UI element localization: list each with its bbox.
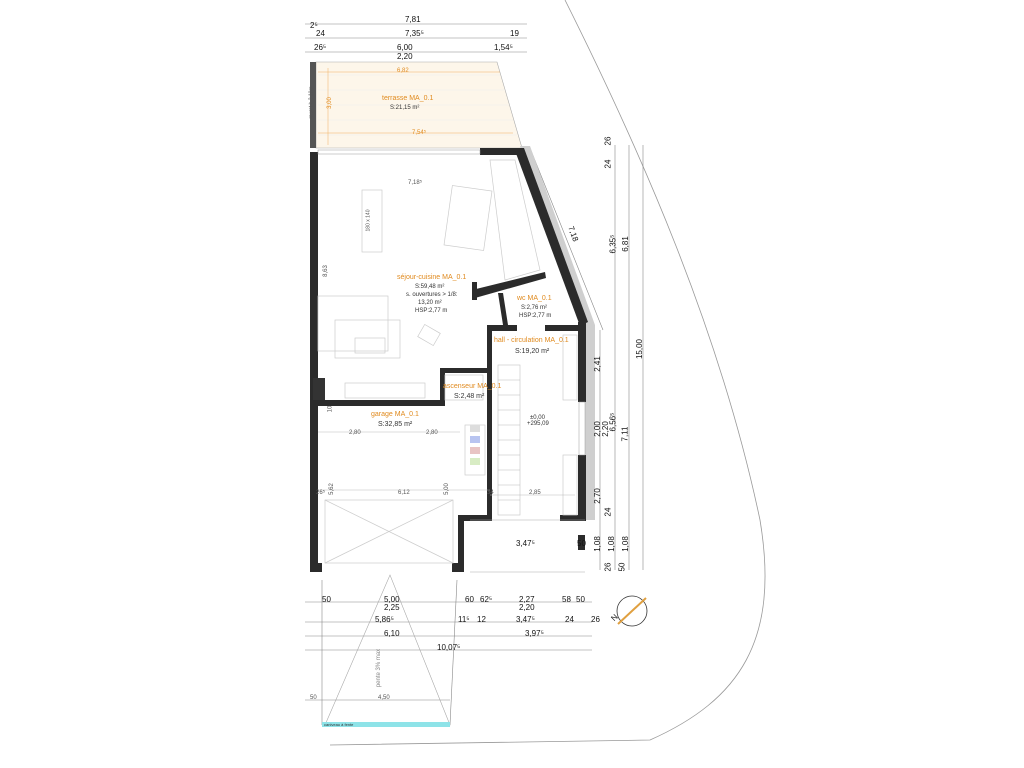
terrace-area: S:21,15 m² xyxy=(390,105,420,111)
hall-label: hall - circulation MA_0.1 xyxy=(494,337,569,344)
dim-label: 50 xyxy=(322,595,331,604)
table-size: 180 x 140 xyxy=(365,209,372,232)
dim-label: 2,20 xyxy=(519,603,535,612)
dim-label: 58 xyxy=(562,595,571,604)
dim-label: 3,97⁵ xyxy=(525,629,544,638)
wc-label: wc MA_0.1 xyxy=(517,295,552,302)
dim-label: 5,86⁵ xyxy=(375,615,394,624)
ramp-slope-label: pente 3% max xyxy=(376,648,383,688)
dim-label: 5,00 xyxy=(384,595,400,604)
furniture xyxy=(317,159,578,564)
dim-label: 4,50 xyxy=(378,695,390,701)
hall-altitude: +295,09 xyxy=(527,421,549,427)
garage-dim-h2: 5,00 xyxy=(443,483,450,495)
dim-label: 26 xyxy=(591,615,600,624)
living-hsp: HSP:2,77 m xyxy=(415,308,448,314)
dim-label: 7,81 xyxy=(405,15,421,24)
dim-label: 1,54⁵ xyxy=(494,43,513,52)
site-boundary xyxy=(329,0,766,746)
dim-label: 6,00 xyxy=(397,43,413,52)
dim-label: 6,35⁵ xyxy=(608,234,618,254)
dim-label: 24 xyxy=(316,29,325,38)
dim-label: 3,47⁵ xyxy=(516,615,535,624)
living-area: S:59,48 m² xyxy=(415,284,445,290)
garage-dim-h1: 5,62 xyxy=(328,483,335,495)
dim-label: 19 xyxy=(510,29,519,38)
living-openings-area: 13,20 m² xyxy=(418,300,442,306)
living-label: séjour-cuisine MA_0.1 xyxy=(397,274,467,281)
terrace-dim-side: 3,00 xyxy=(326,97,333,109)
dim-label: 7,35⁵ xyxy=(405,29,424,38)
hall-level: ±0,00 xyxy=(530,415,545,421)
terrace-dim-top: 6,82 xyxy=(397,68,409,74)
dim-label: 2,41 xyxy=(592,356,602,372)
dim-label: 50 xyxy=(577,539,586,548)
dim-label: 6,81 xyxy=(620,236,630,252)
compass-icon xyxy=(616,595,648,627)
dim-label: 24 xyxy=(565,615,574,624)
living-openings: s. ouvertures > 1/8: xyxy=(406,292,458,298)
dimension-lines-bottom xyxy=(305,579,592,726)
dim-label: 7,11 xyxy=(620,426,630,442)
elevator-label: ascenseur MA_0.1 xyxy=(443,383,502,390)
elevator-area: S:2,48 m² xyxy=(454,393,485,400)
drain-label: caniveau à fente xyxy=(324,722,354,727)
terrace-label: terrasse MA_0.1 xyxy=(382,95,434,102)
dim-label: 62⁵ xyxy=(480,595,493,604)
garage-dim-right: 2,80 xyxy=(426,430,438,436)
dim-label: 60 xyxy=(465,595,474,604)
dim-label: 15,00 xyxy=(635,338,645,360)
dim-label: 50 xyxy=(617,562,627,572)
dim-label: 12 xyxy=(477,615,486,624)
dim-label: 26 xyxy=(603,136,613,146)
dim-label: 2,20 xyxy=(397,52,413,61)
terrace-dim-bottom: 7,54⁵ xyxy=(412,130,427,136)
dim-label: 24 xyxy=(603,507,613,517)
dim-label: 26 xyxy=(603,562,613,572)
garage-area: S:32,85 m² xyxy=(378,421,413,428)
wc-area: S:2,76 m² xyxy=(521,305,548,311)
hall-dim: 2,85 xyxy=(529,490,541,496)
dim-label: 1,08 xyxy=(592,536,602,552)
dim-label: 6,10 xyxy=(384,629,400,638)
dim-label: 3,47⁵ xyxy=(516,539,535,548)
dim-label: 10,07⁵ xyxy=(437,643,461,652)
dim-label: 26⁵ xyxy=(314,43,327,52)
dim-label: 11⁵ xyxy=(458,615,470,624)
terrace-wall xyxy=(310,62,316,148)
dim-label: 2⁵ xyxy=(310,21,318,30)
dim-label: 1,08 xyxy=(606,536,616,552)
dimension-lines-top xyxy=(305,23,527,53)
dim-10: 10 xyxy=(327,405,334,413)
dim-label: 1,08 xyxy=(620,536,630,552)
drain-channel xyxy=(322,722,450,727)
dim-label: 2,25 xyxy=(384,603,400,612)
garage-dim-width: 6,12 xyxy=(398,490,410,496)
dim-label: 2,27 xyxy=(519,595,535,604)
dim-label: 50 xyxy=(576,595,585,604)
meter-boxes xyxy=(470,425,480,465)
terrace-wall-note: muret h 2.10m xyxy=(308,86,315,119)
dim-label: 2,70 xyxy=(592,488,602,504)
hall-area: S:19,20 m² xyxy=(515,348,550,355)
garage-dim-left: 2,80 xyxy=(349,430,361,436)
dim-label: 50 xyxy=(310,695,317,701)
dim-34: 34 xyxy=(487,490,494,496)
garage-label: garage MA_0.1 xyxy=(371,411,419,418)
dim-label: 6,56⁵ xyxy=(608,412,618,432)
dim-label: 24 xyxy=(603,159,613,169)
dimension-lines-right xyxy=(529,145,644,570)
living-dim-width: 7,18⁵ xyxy=(408,180,423,186)
living-dim-height: 8,63 xyxy=(322,265,329,277)
wc-hsp: HSP:2,77 m xyxy=(519,313,552,319)
garage-dim-side: 26⁵ xyxy=(316,490,326,496)
walls xyxy=(310,148,588,572)
